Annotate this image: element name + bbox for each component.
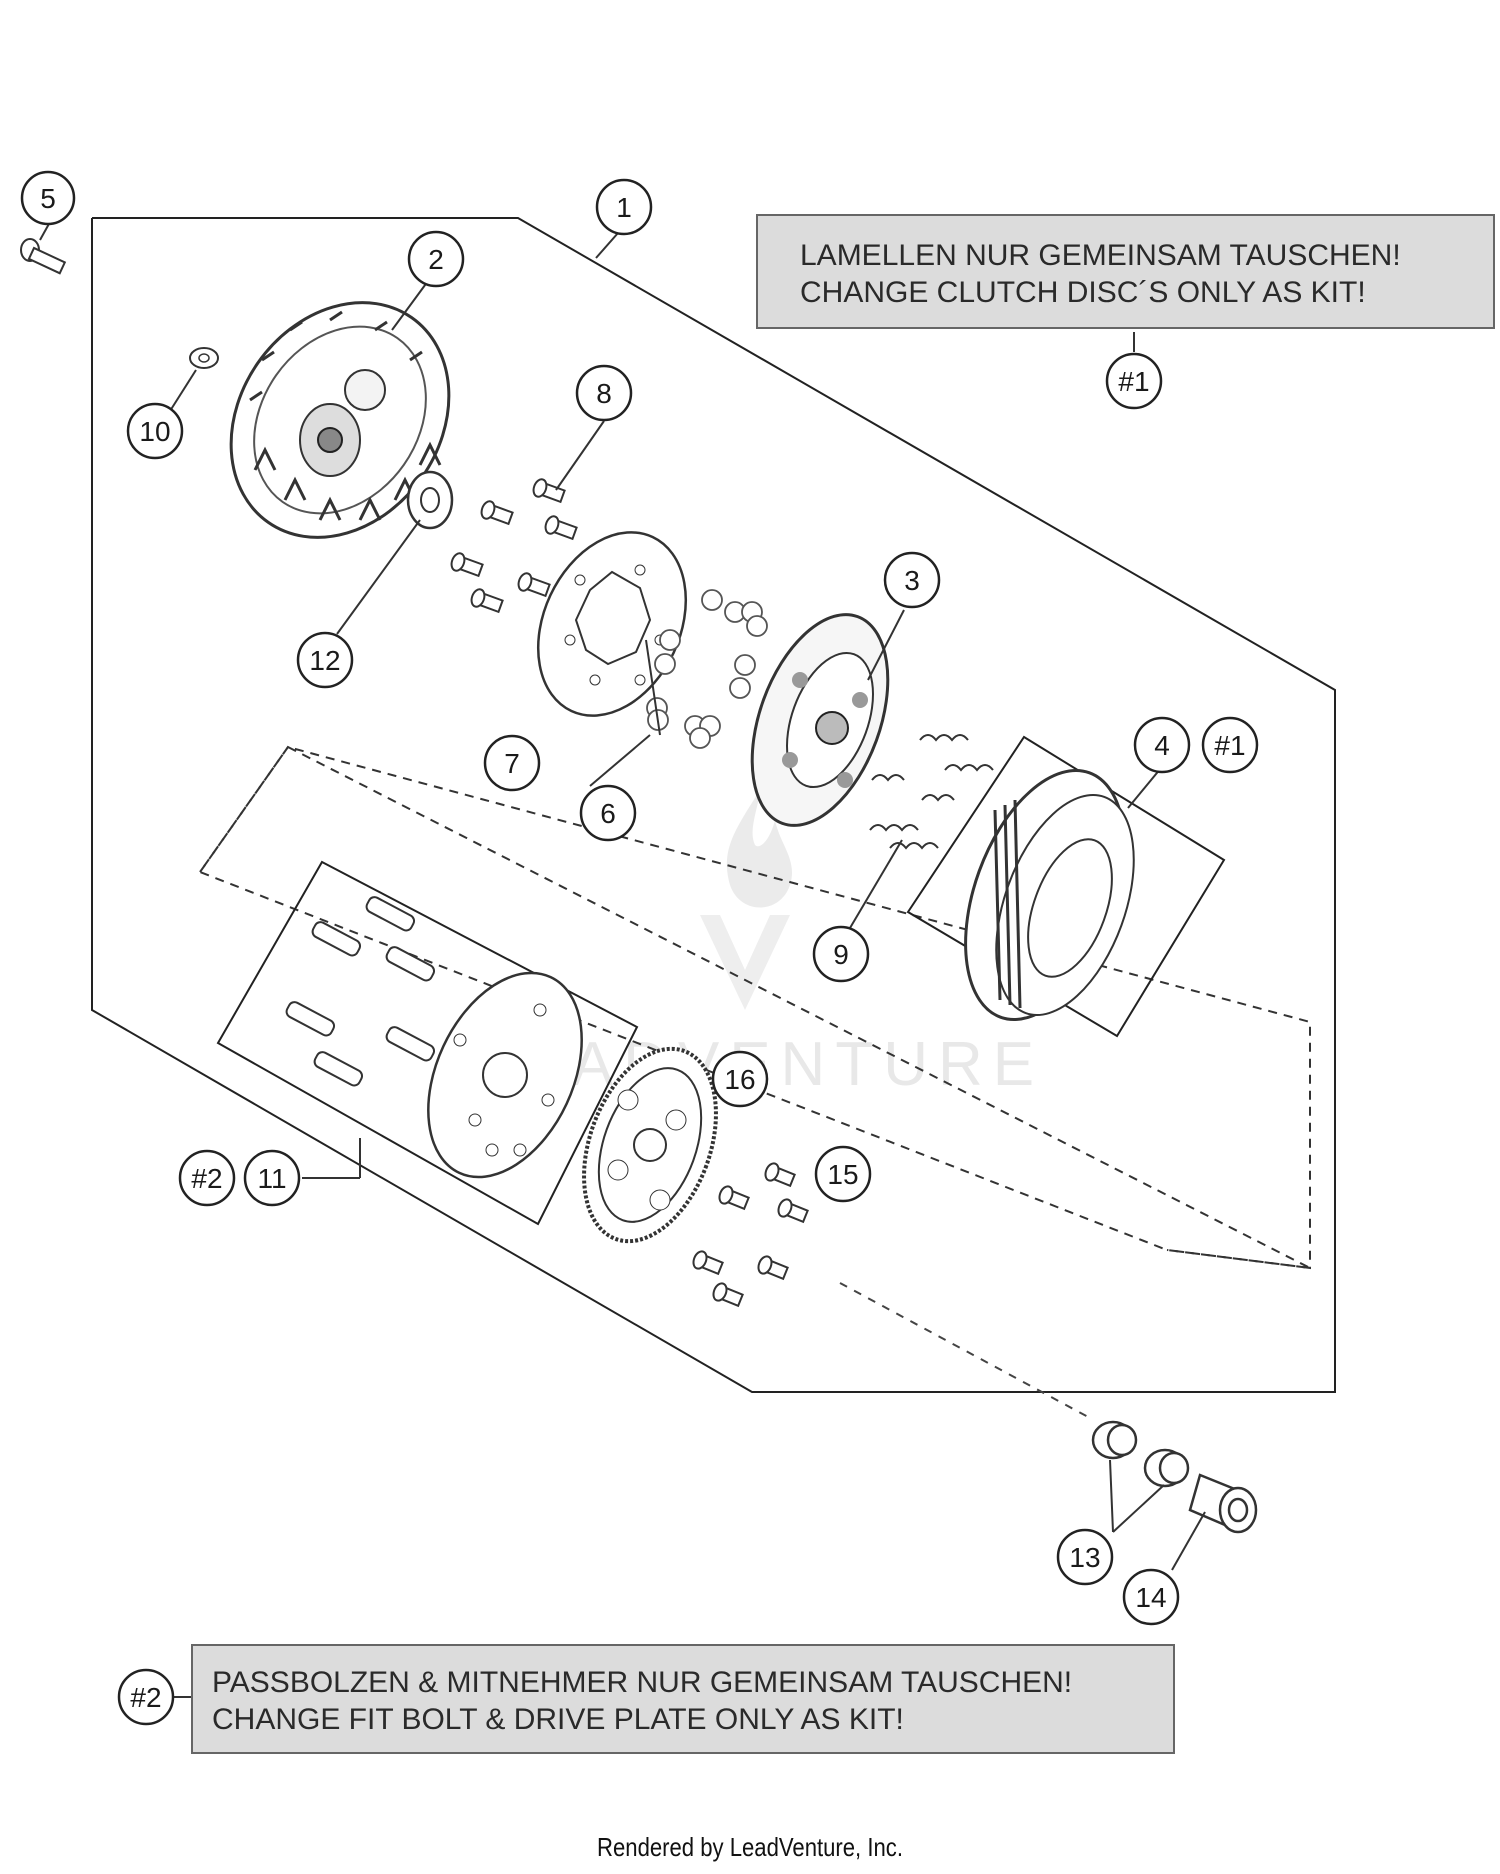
note-box-2: PASSBOLZEN & MITNEHMER NUR GEMEINSAM TAU… [191, 1644, 1175, 1754]
part-10-washer [189, 347, 219, 369]
callout-12: 12 [309, 645, 340, 676]
clutch-pack-dashed-box [198, 745, 1311, 1269]
part-4-clutch-discs [964, 769, 1135, 1021]
part-8-screws [450, 478, 578, 614]
callout-14: 14 [1135, 1582, 1166, 1613]
callout-15: 15 [827, 1159, 858, 1190]
note-2-line-1: PASSBOLZEN & MITNEHMER NUR GEMEINSAM TAU… [212, 1666, 1072, 1699]
callout-3: 3 [904, 565, 920, 596]
callout-7: 7 [504, 748, 520, 779]
callout-4: 4 [1154, 730, 1170, 761]
note-2-line-2: CHANGE FIT BOLT & DRIVE PLATE ONLY AS KI… [212, 1703, 904, 1736]
note-2-ref: #2 [130, 1682, 161, 1713]
callout-13: 13 [1069, 1542, 1100, 1573]
callouts [20, 170, 1259, 1726]
note-1-ref: #1 [1118, 366, 1149, 397]
callout-11: 11 [257, 1163, 286, 1194]
leader-lines [39, 221, 1206, 1698]
assembly-outline [91, 217, 1336, 1393]
note-1-line-1: LAMELLEN NUR GEMEINSAM TAUSCHEN! [800, 239, 1401, 272]
v-logo-icon [700, 915, 790, 1010]
clutch-pack-dashed-box-edge [199, 745, 1311, 1270]
part-6-balls [646, 589, 768, 749]
part-13-bushings [1091, 1420, 1190, 1488]
part-16-gear [582, 1046, 718, 1244]
callout-16: 16 [724, 1064, 755, 1095]
note-box-1: LAMELLEN NUR GEMEINSAM TAUSCHEN! CHANGE … [756, 214, 1495, 329]
callout-4-ref: #1 [1214, 730, 1245, 761]
part-12-thrust-washer [406, 470, 454, 530]
part-11-drive-plate-kit [285, 896, 583, 1179]
callout-9: 9 [833, 939, 849, 970]
callout-2: 2 [428, 244, 444, 275]
part-15-screws [692, 1162, 809, 1308]
callout-8: 8 [596, 378, 612, 409]
callout-6: 6 [600, 798, 616, 829]
callout-labels: 1 2 5 10 8 3 4 #1 6 7 9 12 16 15 11 #2 1… [40, 183, 1245, 1713]
callout-10: 10 [139, 416, 170, 447]
part-5-bolt [20, 238, 67, 275]
part-9-springs [869, 734, 994, 850]
axis-dashed-line [839, 1282, 1091, 1419]
callout-1: 1 [616, 192, 632, 223]
footer-credit: Rendered by LeadVenture, Inc. [597, 1832, 903, 1862]
note-1-line-2: CHANGE CLUTCH DISC´S ONLY AS KIT! [800, 276, 1366, 309]
part-2-clutch-basket [229, 301, 451, 539]
clutch-disc-box [906, 735, 1226, 1038]
callout-11-ref: #2 [191, 1163, 222, 1194]
part-7-plate [536, 531, 688, 717]
callout-5: 5 [40, 183, 56, 214]
part-14-sleeve [1188, 1473, 1258, 1534]
part-3-ramp-plate [750, 613, 890, 827]
